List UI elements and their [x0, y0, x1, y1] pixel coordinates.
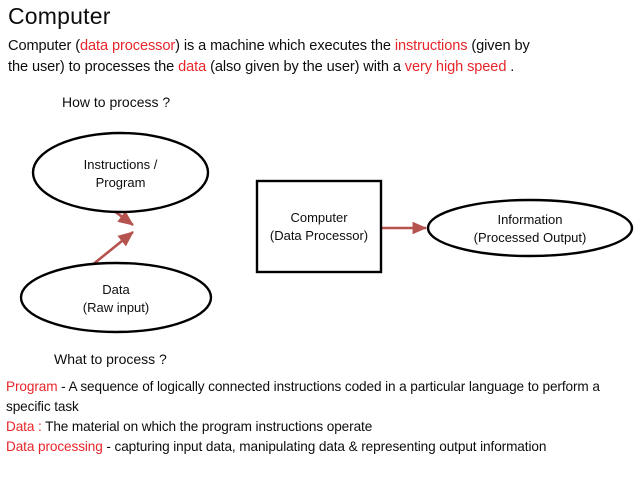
intro-paragraph: Computer (data processor) is a machine w… — [8, 36, 636, 78]
definition-data: Data : The material on which the program… — [6, 417, 638, 437]
definition-data-processing-body: capturing input data, manipulating data … — [114, 439, 547, 454]
definition-program-term: Program — [6, 379, 58, 394]
text-run: data — [178, 59, 207, 75]
node-information-label-line2: (Processed Output) — [474, 230, 587, 245]
node-information-label-line1: Information — [497, 212, 562, 227]
node-data-raw-input — [19, 261, 213, 334]
text-run: . — [506, 59, 515, 75]
definitions-block: Program - A sequence of logically connec… — [6, 377, 638, 457]
intro-line-1: Computer (data processor) is a machine w… — [8, 36, 636, 57]
node-instructions-program — [31, 131, 210, 214]
definition-data-term: Data : — [6, 419, 42, 434]
definition-data-processing-separator: - — [102, 439, 115, 454]
definition-program-body: A sequence of logically connected instru… — [6, 379, 600, 414]
intro-line-2: the user) to processes the data (also gi… — [8, 57, 636, 78]
text-run: data processor — [80, 38, 176, 54]
text-run: (given by — [467, 38, 530, 54]
process-flow-diagram: Instructions / Program Data (Raw input) … — [0, 120, 640, 350]
text-run: ) is a machine which executes the — [175, 38, 395, 54]
node-computer-label-line1: Computer — [290, 210, 348, 225]
definition-data-processing-term: Data processing — [6, 439, 103, 454]
node-data-label-line2: (Raw input) — [83, 300, 149, 315]
node-instructions-label-line1: Instructions / — [84, 157, 158, 172]
text-run: the user) to processes the — [8, 59, 179, 75]
text-run: very high speed — [404, 59, 507, 75]
node-data-label-line1: Data — [102, 282, 130, 297]
node-computer-data-processor — [255, 179, 383, 274]
node-computer-label-line2: (Data Processor) — [270, 228, 368, 243]
text-run: instructions — [394, 38, 468, 54]
definition-program: Program - A sequence of logically connec… — [6, 377, 638, 417]
definition-program-separator: - — [57, 379, 69, 394]
caption-what-to-process: What to process ? — [54, 351, 167, 367]
text-run: Computer ( — [8, 38, 80, 54]
definition-data-body: The material on which the program instru… — [45, 419, 373, 434]
node-information-processed-output — [426, 198, 634, 258]
page-title: Computer — [8, 3, 111, 29]
text-run: (also given by the user) with a — [206, 59, 405, 75]
node-instructions-label-line2: Program — [96, 175, 146, 190]
caption-how-to-process: How to process ? — [62, 94, 171, 110]
definition-data-processing: Data processing - capturing input data, … — [6, 437, 638, 457]
